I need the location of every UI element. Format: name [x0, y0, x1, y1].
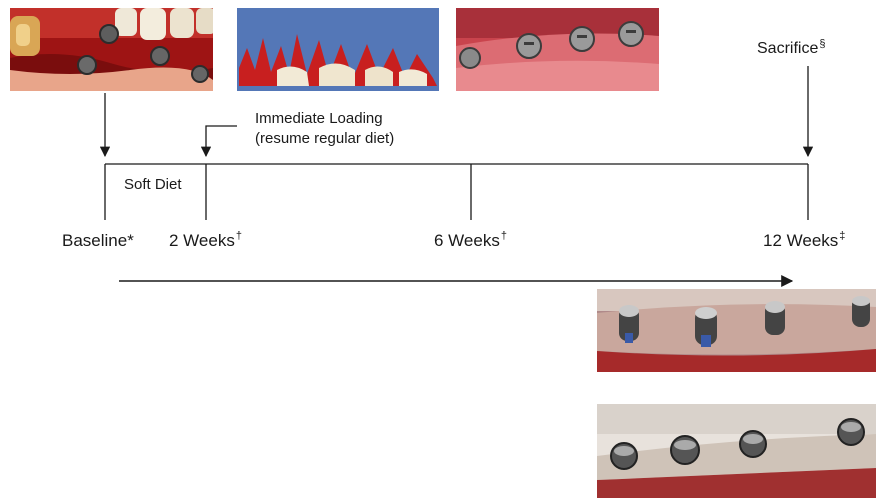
two-weeks-label: 2 Weeks† — [169, 231, 242, 251]
twelve-weeks-label: 12 Weeks‡ — [763, 231, 845, 251]
two-weeks-footnote-mark: † — [236, 230, 242, 242]
sacrifice-footnote-mark: § — [819, 38, 825, 50]
two-weeks-text: 2 Weeks — [169, 231, 235, 250]
baseline-label: Baseline* — [62, 231, 134, 251]
six-weeks-text: 6 Weeks — [434, 231, 500, 250]
baseline-footnote-mark: * — [127, 231, 134, 250]
twelve-weeks-text: 12 Weeks — [763, 231, 838, 250]
six-weeks-label: 6 Weeks† — [434, 231, 507, 251]
six-weeks-footnote-mark: † — [501, 230, 507, 242]
loading-arrow — [206, 126, 237, 156]
baseline-text: Baseline — [62, 231, 127, 250]
implants-specimen-photo-2 — [597, 404, 876, 498]
twelve-weeks-footnote-mark: ‡ — [839, 230, 845, 242]
sacrifice-text: Sacrifice — [757, 40, 818, 57]
soft-diet-label: Soft Diet — [124, 176, 182, 193]
immediate-loading-label: Immediate Loading (resume regular diet) — [255, 109, 394, 149]
sacrifice-label: Sacrifice§ — [757, 40, 825, 58]
immediate-loading-line1: Immediate Loading — [255, 109, 394, 129]
implants-specimen-photo-1 — [597, 289, 876, 372]
immediate-loading-line2: (resume regular diet) — [255, 129, 394, 149]
